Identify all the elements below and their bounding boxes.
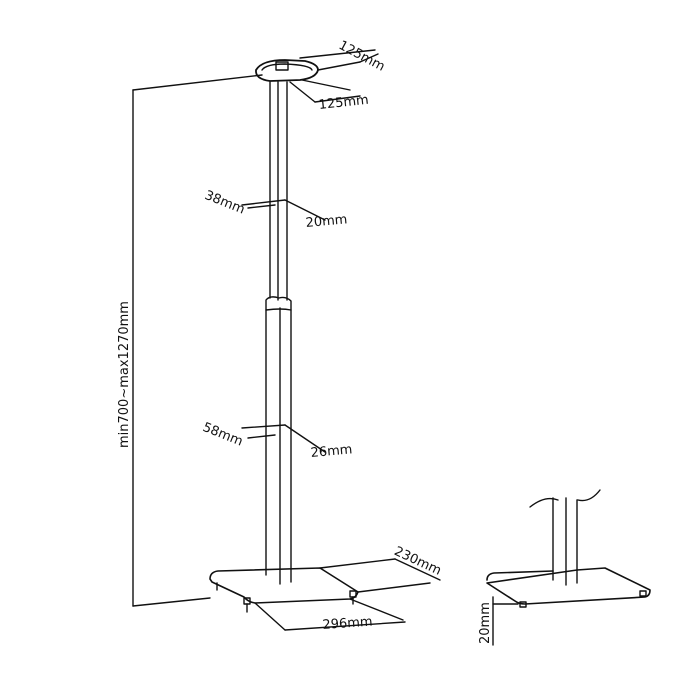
height-dimension-line xyxy=(132,74,263,607)
base-plate xyxy=(209,558,441,631)
upper-tube xyxy=(241,81,326,301)
foot-height-label: 20mm xyxy=(478,602,493,644)
top-plate xyxy=(255,49,379,103)
lower-tube xyxy=(241,307,326,585)
tube-collar xyxy=(265,296,292,311)
height-range-label: min700~max1270mm xyxy=(117,301,132,448)
base-detail-view xyxy=(486,489,651,646)
